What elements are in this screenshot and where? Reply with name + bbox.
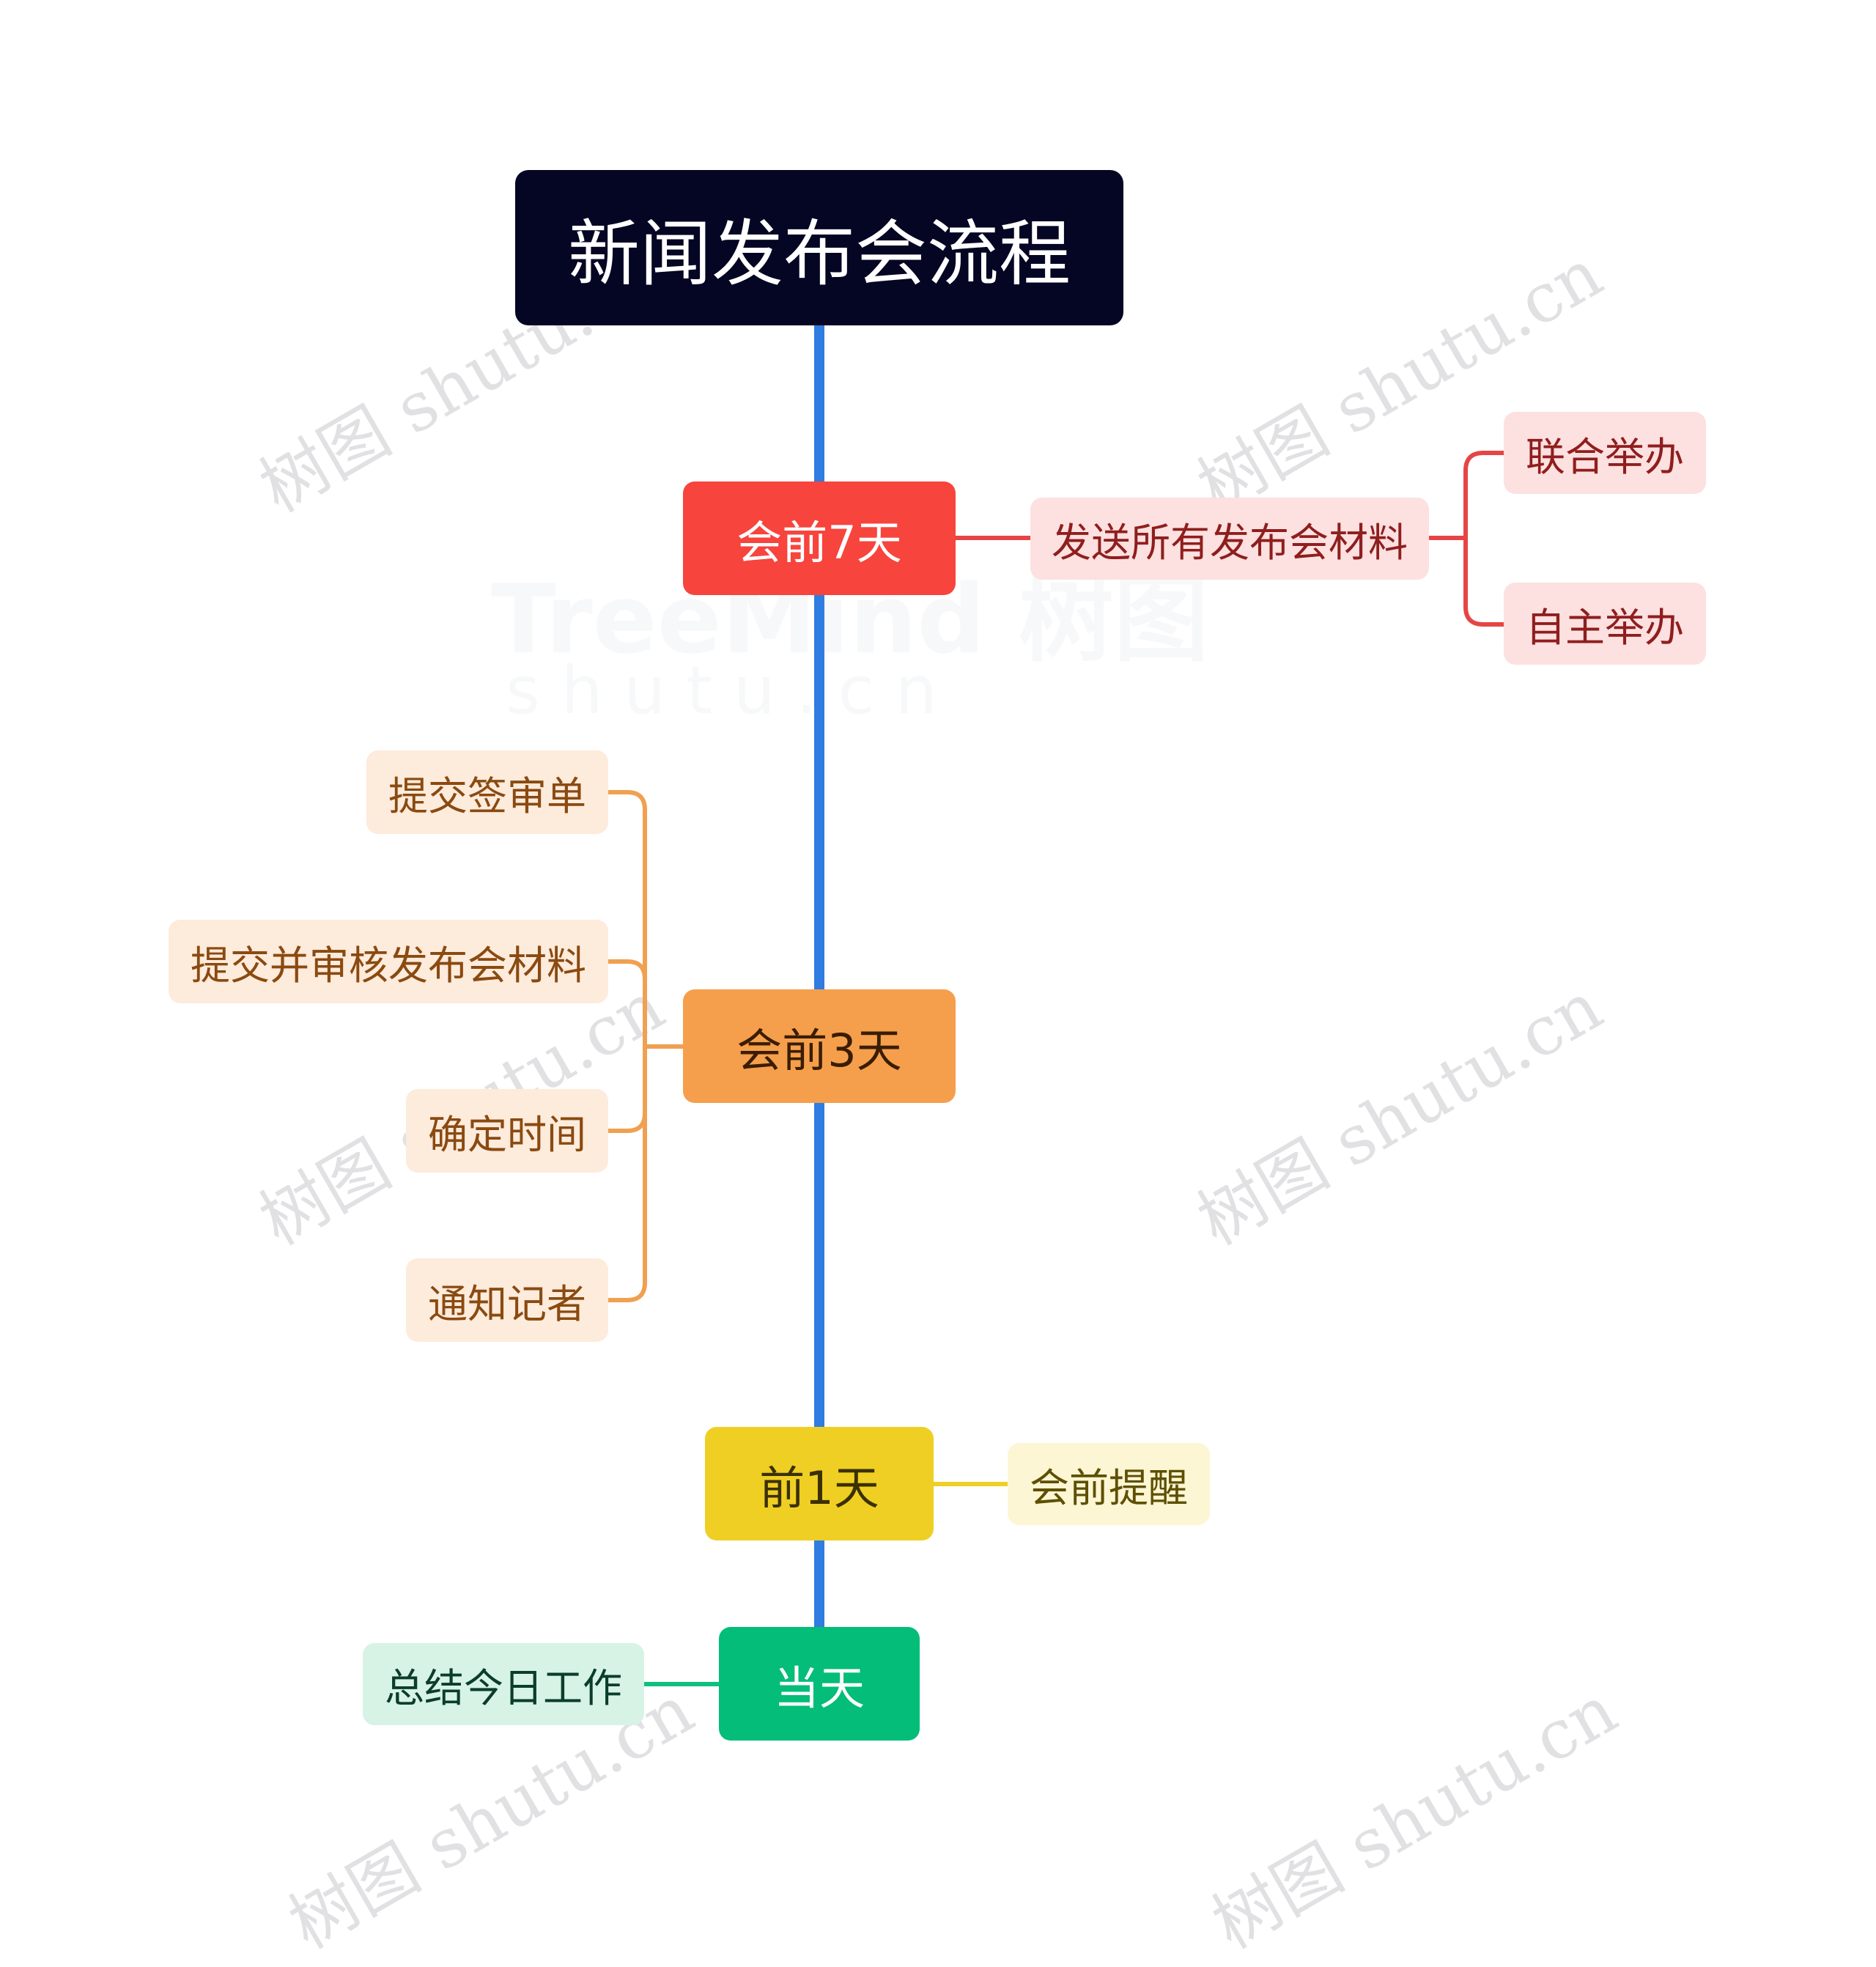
branch-3-days-before[interactable]: 会前3天 [683,989,956,1103]
topic-submit-approval-form[interactable]: 提交签审单 [366,750,608,834]
edge-orange-2 [608,959,647,980]
topic-notify-reporters[interactable]: 通知记者 [406,1258,608,1342]
root-node[interactable]: 新闻发布会流程 [515,170,1123,325]
edge-bracket-red [1463,451,1504,627]
edge-bracket-orange [608,790,647,1302]
topic-self-host[interactable]: 自主举办 [1504,583,1706,665]
topic-pre-meeting-reminder[interactable]: 会前提醒 [1008,1443,1210,1525]
topic-submit-review-materials[interactable]: 提交并审核发布会材料 [169,920,608,1003]
edge-orange-3 [608,1112,647,1133]
topic-confirm-time[interactable]: 确定时间 [406,1089,608,1173]
branch-1-day-before[interactable]: 前1天 [705,1427,934,1540]
topic-summarize-day[interactable]: 总结今日工作 [363,1643,644,1725]
topic-joint-host[interactable]: 联合举办 [1504,412,1706,494]
topic-send-materials[interactable]: 发送所有发布会材料 [1030,498,1429,580]
branch-same-day[interactable]: 当天 [719,1627,920,1741]
branch-7-days-before[interactable]: 会前7天 [683,481,956,595]
